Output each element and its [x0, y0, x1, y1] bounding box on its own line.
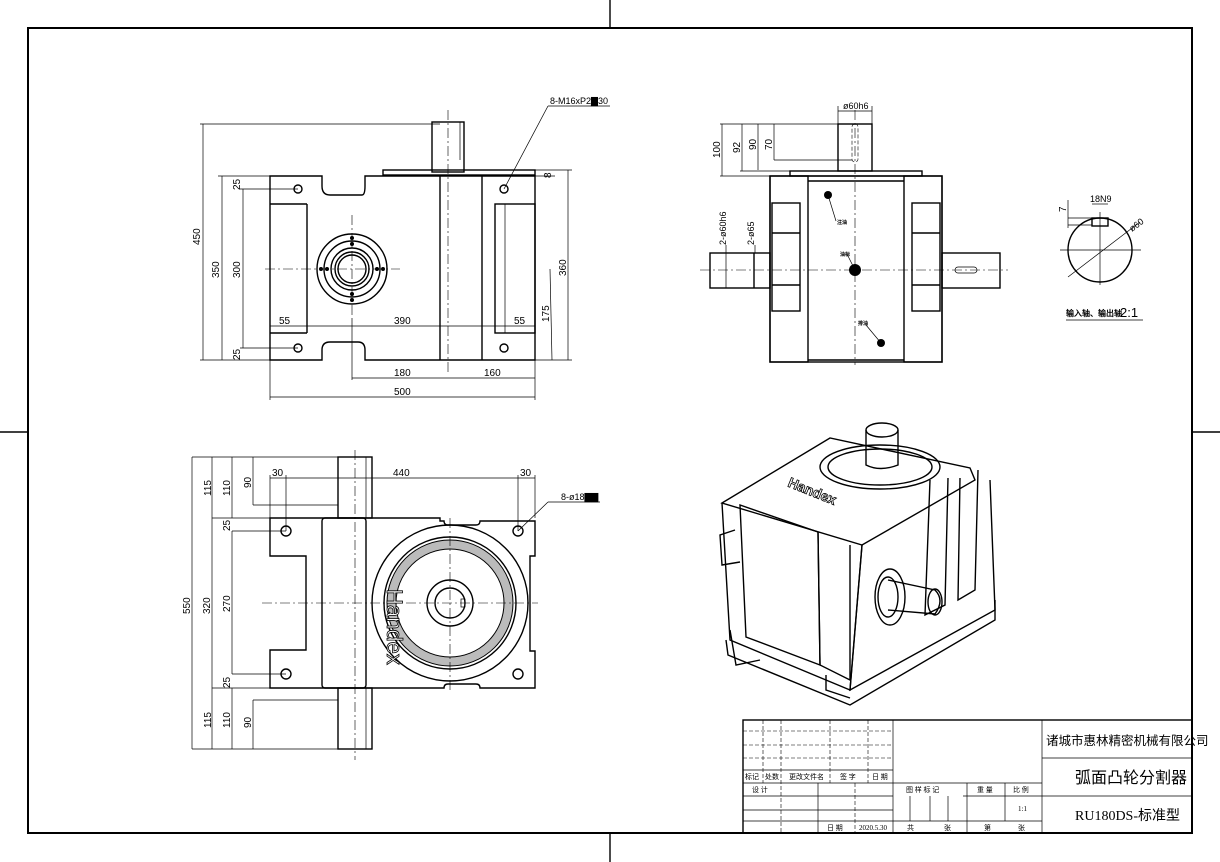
dim-25-bottom: 25 — [232, 348, 243, 360]
dim-350: 350 — [211, 261, 222, 278]
isometric-view: Handex — [719, 422, 996, 706]
dim-90: 90 — [748, 138, 759, 150]
tb-total: 共 — [907, 823, 914, 832]
dim-500: 500 — [394, 387, 411, 398]
dim-175: 175 — [541, 305, 552, 322]
top-view: 450 350 300 25 25 55 390 55 180 160 500 … — [192, 96, 610, 400]
dim-180: 180 — [394, 368, 411, 379]
front-view: Handex 115 110 90 550 320 270 25 25 115 … — [182, 450, 600, 760]
tb-count: 处数 — [765, 772, 779, 781]
level-port-label: 油标 — [840, 251, 850, 258]
dim-160: 160 — [484, 368, 501, 379]
dim-25-bottom: 25 — [222, 676, 233, 688]
dim-25-top: 25 — [232, 178, 243, 190]
tb-design: 设 计 — [752, 785, 768, 794]
dim-320: 320 — [202, 597, 213, 614]
tb-stage-mark: 图 样 标 记 — [906, 785, 939, 794]
dim-440: 440 — [393, 468, 410, 479]
dim-30-left: 30 — [272, 468, 284, 479]
tb-date-label: 日 期 — [827, 824, 843, 832]
tb-ratio: 比 例 — [1013, 785, 1029, 794]
model-number: RU180DS-标准型 — [1075, 808, 1180, 824]
title-block: 标记 处数 更改文件名 签 字 日 期 设 计 图 样 标 记 重 量 比 例 … — [742, 719, 1209, 834]
drawing-name: 弧面凸轮分割器 — [1075, 769, 1187, 787]
tb-sheet: 张 — [1018, 823, 1025, 832]
dim-90-bottom: 90 — [243, 716, 254, 728]
tb-no: 第 — [984, 823, 991, 832]
dim-300: 300 — [232, 261, 243, 278]
dim-115-top: 115 — [203, 480, 214, 496]
dim-110-bottom: 110 — [222, 712, 233, 728]
dim-550: 550 — [182, 597, 193, 614]
tb-date-value: 2020.5.30 — [859, 824, 888, 832]
dim-55-left: 55 — [279, 316, 291, 327]
drain-port-label: 排油 — [858, 320, 868, 327]
dim-110-top: 110 — [222, 480, 233, 496]
input-shaft-dia: 2-ø60h6 — [718, 211, 728, 245]
tb-ratio-value: 1:1 — [1018, 805, 1027, 813]
dim-7: 7 — [1058, 206, 1069, 212]
dim-115-bottom: 115 — [203, 712, 214, 728]
side-view: 100 92 90 70 ø60h6 2-ø60h6 2-ø65 注油 油标 排… — [700, 101, 1008, 365]
thread-callout: 8-M16xP2▇30 — [550, 96, 608, 107]
input-shaft-collar-dia: 2-ø65 — [746, 221, 756, 245]
tb-weight: 重 量 — [977, 786, 993, 794]
tb-change-doc: 更改文件名 — [789, 772, 824, 781]
detail-scale: 2:1 — [1120, 305, 1138, 320]
fill-port-label: 注油 — [837, 219, 847, 226]
handex-logo-front: Handex — [382, 589, 407, 665]
tb-mark: 标记 — [745, 772, 759, 781]
tb-date-header: 日 期 — [872, 773, 888, 781]
dim-92: 92 — [732, 141, 743, 153]
holes-callout: 8-ø18▇▇ — [561, 492, 599, 503]
dim-390: 390 — [394, 316, 411, 327]
output-shaft-dia: ø60h6 — [843, 101, 869, 111]
dim-25-top: 25 — [222, 519, 233, 531]
shaft-detail: 7 18N9 ø60 输入轴、输出轴 2:1 — [1058, 194, 1146, 321]
detail-caption: 输入轴、输出轴 — [1066, 308, 1122, 318]
dim-100: 100 — [712, 141, 723, 158]
dim-90-top: 90 — [243, 476, 254, 488]
key-width: 18N9 — [1090, 194, 1112, 204]
dim-70: 70 — [764, 138, 775, 150]
dim-30-right: 30 — [520, 468, 532, 479]
dim-8: 8 — [543, 172, 554, 178]
company-name: 诸城市惠林精密机械有限公司 — [1046, 733, 1209, 748]
dim-55-right: 55 — [514, 316, 526, 327]
tb-sign: 签 字 — [840, 772, 856, 781]
detail-dia: ø60 — [1127, 216, 1145, 233]
dim-360: 360 — [558, 259, 569, 276]
dim-450: 450 — [192, 228, 203, 245]
dim-270: 270 — [222, 595, 233, 612]
tb-sheets: 张 — [944, 823, 951, 832]
